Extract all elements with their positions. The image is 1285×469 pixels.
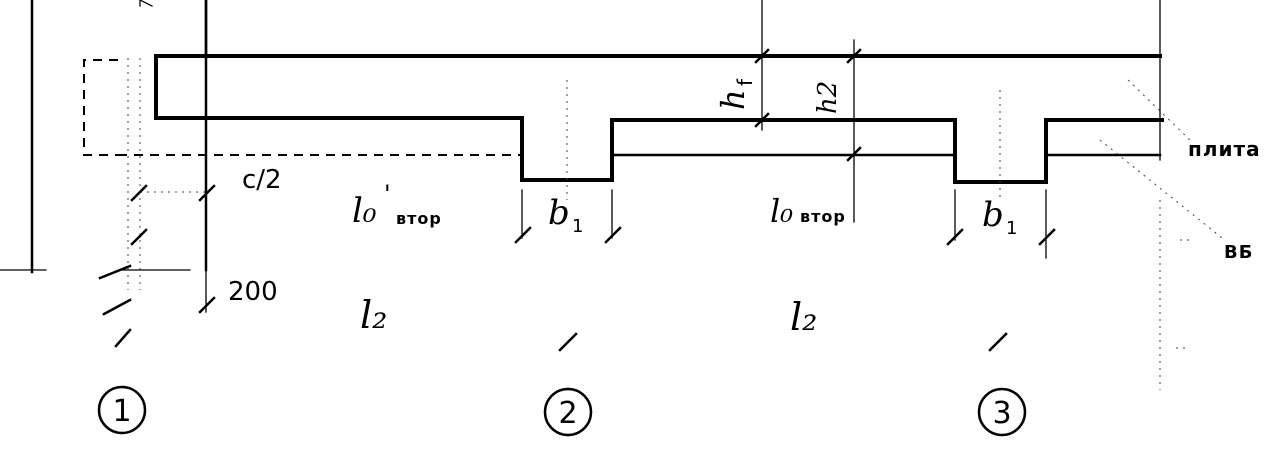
- svg-text:f: f: [733, 78, 757, 86]
- label-l2-right: l₂: [790, 295, 817, 339]
- label-b1-left-sub: 1: [572, 216, 583, 237]
- label-c-half: c/2: [242, 165, 282, 195]
- slab-rib-outline: [154, 54, 1164, 184]
- label-l0: l₀: [770, 192, 793, 230]
- stray-mark-3: [139, 0, 153, 7]
- label-l2-left: l₂: [360, 293, 387, 337]
- label-vb: ВБ: [1224, 242, 1253, 263]
- dashed-wall-outline: [83, 59, 118, 156]
- label-l0-prime-sub: втор: [396, 209, 442, 228]
- label-l0-prime: l₀: [352, 191, 377, 231]
- label-plita: плита: [1188, 137, 1261, 161]
- label-b1-right-sub: 1: [1006, 218, 1017, 239]
- dimension-ticks: [98, 184, 1056, 352]
- hf-tick-bot: [754, 112, 770, 128]
- axis-marker-2: 2: [543, 387, 593, 437]
- label-b1-left: b: [548, 193, 570, 233]
- hf-tick-top: [754, 48, 770, 64]
- label-hf: h f: [714, 78, 757, 110]
- label-l0-sub: втор: [800, 207, 846, 226]
- axis-marker-3: 3: [977, 387, 1027, 437]
- label-l0-prime-mark: ': [384, 180, 391, 208]
- axis-label-1: 1: [112, 394, 131, 429]
- vb-leader: [1099, 139, 1223, 239]
- label-h2: h2: [813, 81, 843, 114]
- label-200: 200: [228, 277, 278, 307]
- plita-leader: [1127, 79, 1191, 141]
- axis-marker-1: 1: [97, 385, 147, 435]
- svg-text:h: h: [714, 89, 752, 110]
- axis-label-3: 3: [992, 396, 1011, 431]
- axis-label-2: 2: [558, 396, 577, 431]
- h2-tick-bot: [846, 146, 862, 162]
- h2-tick-top: [846, 48, 862, 64]
- label-b1-right: b: [982, 195, 1004, 235]
